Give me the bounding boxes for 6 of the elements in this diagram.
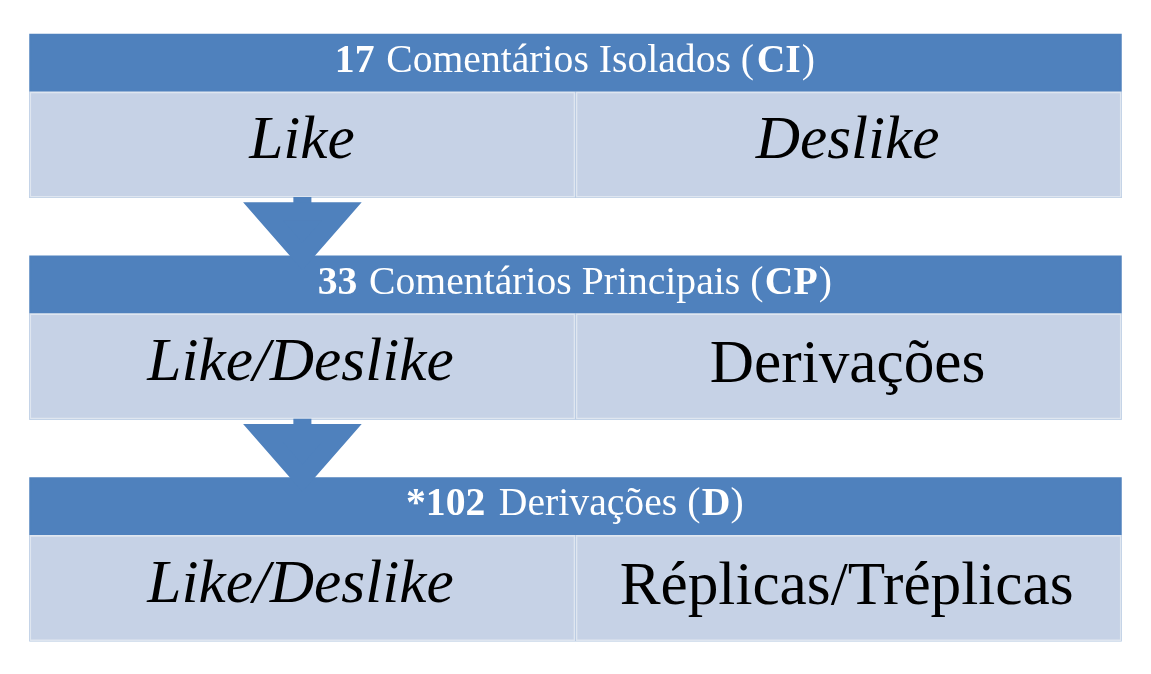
node-box: Like/Deslike bbox=[29, 312, 576, 420]
node-box: Like bbox=[29, 90, 576, 198]
node-box: Derivações bbox=[575, 312, 1122, 420]
node-box: Like/Deslike bbox=[29, 534, 576, 641]
node-box: Réplicas/Tréplicas bbox=[575, 534, 1122, 641]
node-box: Deslike bbox=[575, 90, 1122, 198]
